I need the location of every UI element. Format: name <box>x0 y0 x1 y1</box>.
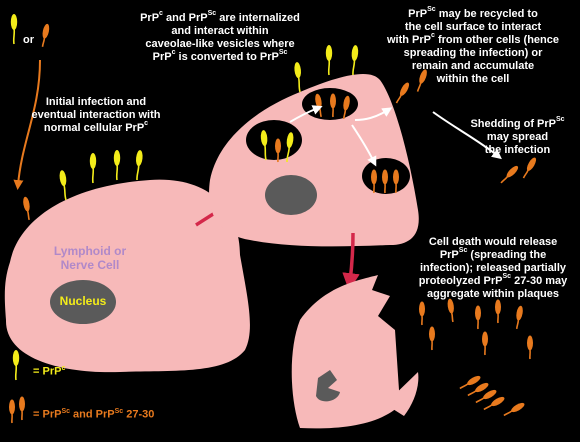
red-arrow-cell-death <box>342 232 360 291</box>
legend-orange-drop-icon-2 <box>18 395 26 421</box>
vesicle-left <box>246 120 302 160</box>
dead-cell-shard <box>385 372 419 416</box>
shedding-annotation: Shedding of PrPSc may spread the infecti… <box>470 116 565 156</box>
infection-path-arrow <box>13 59 41 190</box>
cell-type-label: Lymphoid or Nerve Cell <box>53 244 127 272</box>
or-orange-drop-icon <box>38 22 52 49</box>
prpsc-infecting-icon <box>21 195 33 222</box>
or-label: or <box>23 34 34 46</box>
lymphoid-cell <box>4 179 250 373</box>
cell-death-annotation: Cell death would release PrPSc (spreadin… <box>418 236 568 300</box>
initial-infection-annotation: Initial infection and eventual interacti… <box>31 96 161 134</box>
nucleus <box>50 280 116 324</box>
plaque-group <box>457 373 527 419</box>
white-arrow-shedding <box>432 111 502 160</box>
or-yellow-drop-icon <box>10 13 19 45</box>
infected-cell-nucleus <box>265 175 317 215</box>
dead-cell-fragment <box>291 275 400 429</box>
legend-prpsc: = PrPSc and PrPSc 27-30 <box>33 408 155 421</box>
legend-prpc: = PrPc <box>33 365 66 378</box>
white-arrow-recycle <box>354 107 393 121</box>
legend-orange-drop-icon-1 <box>8 398 16 424</box>
vesicle-top <box>302 88 358 120</box>
dead-cell-nucleus <box>316 370 340 402</box>
top-center-annotation: PrPc and PrPSc are internalized and inte… <box>140 10 300 63</box>
nucleus-label: Nucleus <box>59 294 107 308</box>
shed-prpsc-group <box>498 155 539 186</box>
white-arrow-to-top <box>289 105 323 123</box>
infected-cell <box>209 73 419 247</box>
legend-yellow-drop-icon <box>12 349 21 381</box>
white-arrow-to-right <box>351 124 377 167</box>
top-right-annotation: PrPSc may be recycled to the cell surfac… <box>386 6 559 85</box>
released-prpsc-group <box>418 297 534 360</box>
